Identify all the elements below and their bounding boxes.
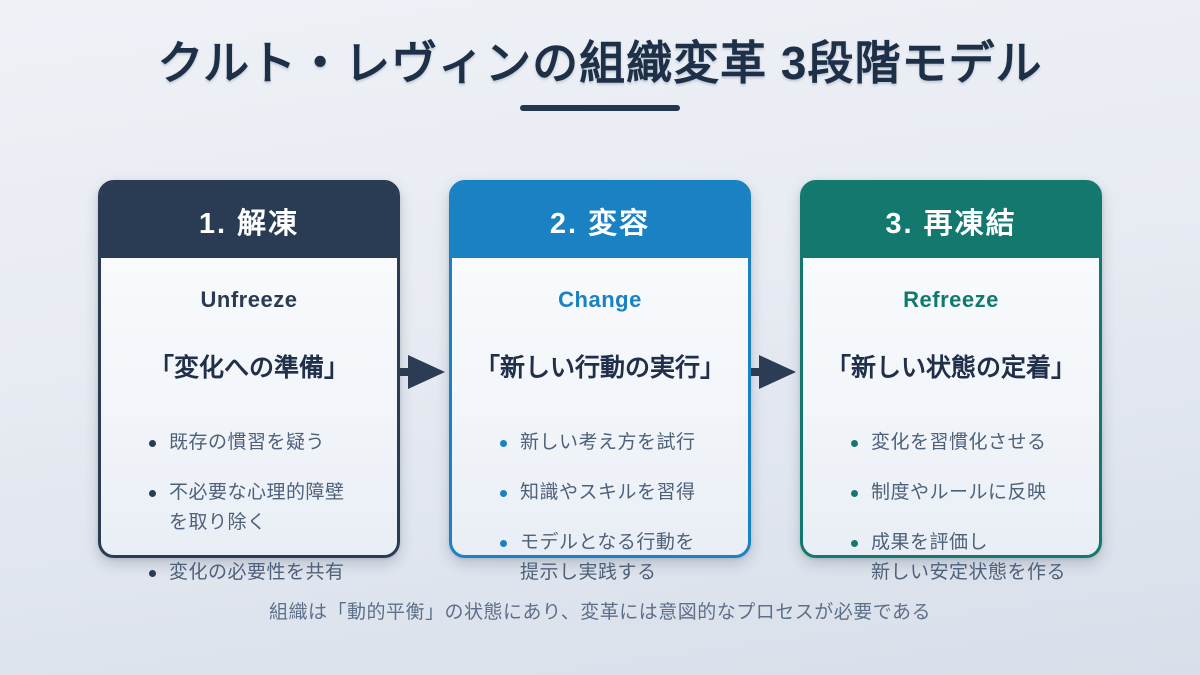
bullet-item: 新しい考え方を試行 [498, 428, 740, 458]
bullet-dot-icon [500, 489, 507, 497]
bullet-dot-icon [149, 489, 156, 497]
bullet-dot-icon [500, 539, 507, 547]
bullet-list: 変化を習慣化させる 制度やルールに反映 成果を評価し 新しい安定状態を作る [849, 428, 1091, 588]
bullet-item: 既存の慣習を疑う [147, 428, 389, 458]
stage-english-label: Unfreeze [200, 287, 298, 312]
stage-english-label: Refreeze [903, 287, 999, 312]
bullet-dot-icon [851, 439, 858, 447]
bullet-dot-icon [500, 439, 507, 447]
card-change: 2. 変容 Change 「新しい行動の実行」 新しい考え方を試行 知識やスキル… [449, 180, 751, 583]
card-header-label: 1. 解凍 [198, 207, 300, 240]
bullet-item: 制度やルールに反映 [849, 478, 1091, 508]
arrow-right-icon [400, 355, 445, 389]
bullet-item: 成果を評価し 新しい安定状態を作る [849, 528, 1091, 588]
card-refreeze-header: 3. 再凍結 [803, 183, 1099, 258]
card-header-label: 3. 再凍結 [885, 207, 1017, 240]
bullet-dot-icon [851, 489, 858, 497]
title-underline [520, 105, 680, 111]
stage-subtitle: 「新しい状態の定着」 [825, 354, 1076, 382]
bullet-dot-icon [851, 539, 858, 547]
bullet-item: 変化を習慣化させる [849, 428, 1091, 458]
card-refreeze: 3. 再凍結 Refreeze 「新しい状態の定着」 変化を習慣化させる 制度や… [800, 180, 1102, 583]
stage-english-label: Change [558, 287, 642, 312]
bullet-item: 変化の必要性を共有 [147, 558, 389, 588]
card-unfreeze: 1. 解凍 Unfreeze 「変化への準備」 既存の慣習を疑う 不必要な心理的… [98, 180, 400, 583]
bullet-item: 知識やスキルを習得 [498, 478, 740, 508]
page-title: クルト・レヴィンの組織変革 3段階モデル [157, 37, 1043, 89]
card-unfreeze-body: Unfreeze 「変化への準備」 既存の慣習を疑う 不必要な心理的障壁 を取り… [101, 288, 397, 588]
bullet-dot-icon [149, 439, 156, 447]
stage-subtitle: 「新しい行動の実行」 [474, 354, 725, 382]
bullet-item: モデルとなる行動を 提示し実践する [498, 528, 740, 588]
bullet-list: 新しい考え方を試行 知識やスキルを習得 モデルとなる行動を 提示し実践する [498, 428, 740, 588]
stage-subtitle: 「変化への準備」 [148, 354, 349, 382]
card-header-label: 2. 変容 [549, 207, 651, 240]
footnote: 組織は「動的平衡」の状態にあり、変革には意図的なプロセスが必要である [268, 602, 932, 623]
card-change-body: Change 「新しい行動の実行」 新しい考え方を試行 知識やスキルを習得 モデ… [452, 288, 748, 588]
arrow-right-icon [751, 355, 796, 389]
card-refreeze-body: Refreeze 「新しい状態の定着」 変化を習慣化させる 制度やルールに反映 … [803, 288, 1099, 588]
card-change-header: 2. 変容 [452, 183, 748, 258]
bullet-dot-icon [149, 569, 156, 577]
bullet-list: 既存の慣習を疑う 不必要な心理的障壁 を取り除く 変化の必要性を共有 [147, 428, 389, 588]
card-unfreeze-header: 1. 解凍 [101, 183, 397, 258]
bullet-item: 不必要な心理的障壁 を取り除く [147, 478, 389, 538]
